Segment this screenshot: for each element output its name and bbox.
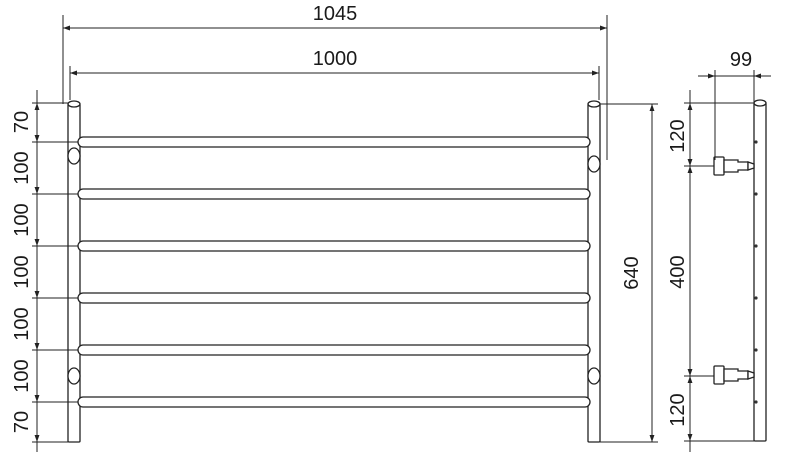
side-mid-label: 400 bbox=[667, 255, 689, 288]
left-spacing-label: 100 bbox=[11, 203, 33, 236]
left-spacing-label: 100 bbox=[11, 359, 33, 392]
left-spacing-label: 70 bbox=[11, 411, 33, 433]
side-view: 99 120 400 120 bbox=[667, 49, 771, 452]
wall-bracket-icon bbox=[713, 156, 755, 385]
left-spacing-label: 100 bbox=[11, 151, 33, 184]
side-bottom-label: 120 bbox=[667, 393, 689, 426]
left-upright-cap bbox=[67, 100, 81, 108]
total-height-label: 640 bbox=[621, 256, 643, 289]
left-spacing-dimensions: 70 100 100 100 100 100 70 bbox=[11, 90, 78, 452]
overall-width-label: 1045 bbox=[313, 3, 358, 25]
rail-bar bbox=[77, 292, 591, 304]
side-top-label: 120 bbox=[667, 119, 689, 152]
right-upright bbox=[587, 103, 601, 443]
right-upright-cap bbox=[587, 100, 601, 108]
left-spacing-label: 70 bbox=[11, 111, 33, 133]
side-upright bbox=[753, 102, 767, 442]
left-spacing-label: 100 bbox=[11, 255, 33, 288]
front-view: 1045 1000 70 100 bbox=[11, 3, 658, 452]
left-spacing-label: 100 bbox=[11, 307, 33, 340]
rail-bar bbox=[77, 344, 591, 356]
horizontal-bars bbox=[77, 136, 591, 408]
rail-bar bbox=[77, 188, 591, 200]
side-upright-cap bbox=[753, 99, 767, 107]
inner-width-label: 1000 bbox=[313, 48, 358, 70]
wall-bracket-icon bbox=[67, 147, 601, 385]
rail-bar bbox=[77, 396, 591, 408]
side-rail-ends bbox=[754, 140, 758, 404]
rail-bar bbox=[77, 240, 591, 252]
rail-bar bbox=[77, 136, 591, 148]
depth-label: 99 bbox=[730, 49, 752, 71]
